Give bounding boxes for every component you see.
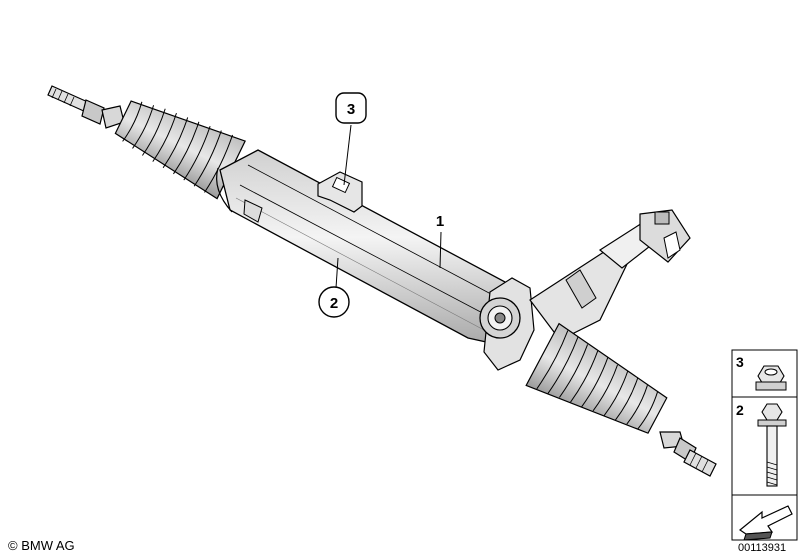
left-bellows-boot <box>114 100 246 200</box>
callout-2-label: 2 <box>330 295 338 312</box>
parts-legend <box>731 349 798 541</box>
legend-item-2-label: 2 <box>736 402 744 418</box>
lower-mount-bracket <box>479 277 535 371</box>
right-tie-rod <box>659 431 717 477</box>
document-number: 00113931 <box>738 542 787 554</box>
copyright-text: © BMW AG <box>8 538 75 553</box>
legend-item-3-label: 3 <box>736 354 744 370</box>
right-bellows-boot <box>525 322 668 434</box>
direction-arrow-icon <box>738 505 793 541</box>
callout-1[interactable]: 1 <box>436 213 444 269</box>
hex-bolt-icon <box>757 403 787 487</box>
pinion-housing <box>529 209 691 341</box>
callout-2[interactable]: 2 <box>318 257 350 318</box>
upper-mount-bracket <box>317 171 363 213</box>
callout-3-label: 3 <box>347 101 355 118</box>
hex-nut-icon <box>755 365 787 391</box>
callout-3[interactable]: 3 <box>335 92 367 186</box>
left-tie-rod <box>47 85 125 129</box>
callout-1-label: 1 <box>436 213 444 230</box>
